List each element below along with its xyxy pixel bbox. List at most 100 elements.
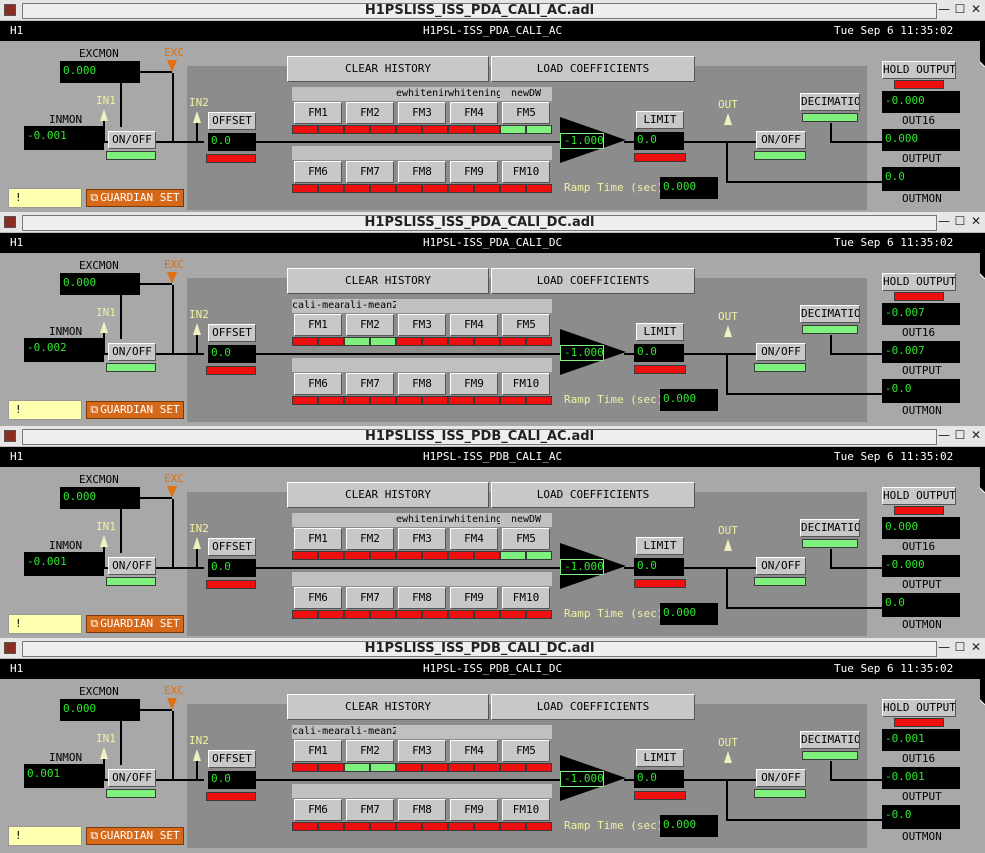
fm-button-8[interactable]: FM8 (398, 799, 446, 821)
fm-button-5[interactable]: FM5 (502, 102, 550, 124)
offset-value-field[interactable]: 0.0 (208, 133, 256, 151)
fm-button-2[interactable]: FM2 (346, 528, 394, 550)
offset-button[interactable]: OFFSET (208, 750, 256, 768)
fm-button-3[interactable]: FM3 (398, 740, 446, 762)
gain-value-field[interactable]: -1.000 (560, 133, 604, 149)
fm-button-9[interactable]: FM9 (450, 587, 498, 609)
fm-button-7[interactable]: FM7 (346, 373, 394, 395)
fm-button-4[interactable]: FM4 (450, 102, 498, 124)
guardian-set-button[interactable]: ⧉GUARDIAN SET (86, 615, 184, 633)
close-icon[interactable]: ✕ (970, 640, 982, 654)
close-icon[interactable]: ✕ (970, 2, 982, 16)
hold-output-button[interactable]: HOLD OUTPUT (882, 487, 956, 505)
limit-button[interactable]: LIMIT (636, 749, 684, 767)
output-onoff-button[interactable]: ON/OFF (756, 557, 806, 575)
minimize-icon[interactable]: — (938, 214, 950, 228)
fm-button-9[interactable]: FM9 (450, 373, 498, 395)
limit-value-field[interactable]: 0.0 (634, 558, 684, 576)
fm-button-1[interactable]: FM1 (294, 102, 342, 124)
load-coefficients-button[interactable]: LOAD COEFFICIENTS (491, 482, 695, 508)
limit-value-field[interactable]: 0.0 (634, 344, 684, 362)
fm-button-1[interactable]: FM1 (294, 314, 342, 336)
ramp-time-field[interactable]: 0.000 (660, 815, 718, 837)
fm-button-2[interactable]: FM2 (346, 102, 394, 124)
decimation-button[interactable]: DECIMATION (800, 519, 860, 537)
limit-button[interactable]: LIMIT (636, 537, 684, 555)
fm-button-9[interactable]: FM9 (450, 161, 498, 183)
limit-value-field[interactable]: 0.0 (634, 132, 684, 150)
window-menu-icon[interactable] (4, 430, 16, 442)
window-titlebar[interactable]: H1PSLISS_ISS_PDB_CALI_AC.adl—☐✕ (0, 426, 985, 447)
ramp-time-field[interactable]: 0.000 (660, 389, 718, 411)
limit-value-field[interactable]: 0.0 (634, 770, 684, 788)
decimation-button[interactable]: DECIMATION (800, 93, 860, 111)
offset-button[interactable]: OFFSET (208, 538, 256, 556)
maximize-icon[interactable]: ☐ (954, 640, 966, 654)
decimation-button[interactable]: DECIMATION (800, 305, 860, 323)
limit-button[interactable]: LIMIT (636, 323, 684, 341)
load-coefficients-button[interactable]: LOAD COEFFICIENTS (491, 56, 695, 82)
fm-button-5[interactable]: FM5 (502, 528, 550, 550)
fm-button-7[interactable]: FM7 (346, 799, 394, 821)
fm-button-7[interactable]: FM7 (346, 161, 394, 183)
ramp-time-field[interactable]: 0.000 (660, 603, 718, 625)
bang-message-button[interactable]: ! (8, 614, 82, 634)
gain-value-field[interactable]: -1.000 (560, 559, 604, 575)
bang-message-button[interactable]: ! (8, 826, 82, 846)
ramp-time-field[interactable]: 0.000 (660, 177, 718, 199)
window-menu-icon[interactable] (4, 4, 16, 16)
fm-button-2[interactable]: FM2 (346, 740, 394, 762)
minimize-icon[interactable]: — (938, 2, 950, 16)
fm-button-9[interactable]: FM9 (450, 799, 498, 821)
decimation-button[interactable]: DECIMATION (800, 731, 860, 749)
maximize-icon[interactable]: ☐ (954, 2, 966, 16)
gain-value-field[interactable]: -1.000 (560, 771, 604, 787)
window-titlebar[interactable]: H1PSLISS_ISS_PDB_CALI_DC.adl—☐✕ (0, 638, 985, 659)
fm-button-10[interactable]: FM10 (502, 161, 550, 183)
load-coefficients-button[interactable]: LOAD COEFFICIENTS (491, 268, 695, 294)
minimize-icon[interactable]: — (938, 640, 950, 654)
fm-button-10[interactable]: FM10 (502, 799, 550, 821)
fm-button-6[interactable]: FM6 (294, 373, 342, 395)
fm-button-5[interactable]: FM5 (502, 314, 550, 336)
fm-button-10[interactable]: FM10 (502, 373, 550, 395)
output-onoff-button[interactable]: ON/OFF (756, 769, 806, 787)
maximize-icon[interactable]: ☐ (954, 214, 966, 228)
bang-message-button[interactable]: ! (8, 400, 82, 420)
load-coefficients-button[interactable]: LOAD COEFFICIENTS (491, 694, 695, 720)
offset-button[interactable]: OFFSET (208, 324, 256, 342)
gain-value-field[interactable]: -1.000 (560, 345, 604, 361)
window-menu-icon[interactable] (4, 642, 16, 654)
hold-output-button[interactable]: HOLD OUTPUT (882, 699, 956, 717)
output-onoff-button[interactable]: ON/OFF (756, 131, 806, 149)
hold-output-button[interactable]: HOLD OUTPUT (882, 273, 956, 291)
hold-output-button[interactable]: HOLD OUTPUT (882, 61, 956, 79)
fm-button-7[interactable]: FM7 (346, 587, 394, 609)
fm-button-2[interactable]: FM2 (346, 314, 394, 336)
fm-button-6[interactable]: FM6 (294, 161, 342, 183)
clear-history-button[interactable]: CLEAR HISTORY (287, 482, 489, 508)
clear-history-button[interactable]: CLEAR HISTORY (287, 694, 489, 720)
input-onoff-button[interactable]: ON/OFF (108, 343, 156, 361)
fm-button-8[interactable]: FM8 (398, 373, 446, 395)
offset-value-field[interactable]: 0.0 (208, 345, 256, 363)
offset-button[interactable]: OFFSET (208, 112, 256, 130)
close-icon[interactable]: ✕ (970, 214, 982, 228)
fm-button-10[interactable]: FM10 (502, 587, 550, 609)
fm-button-3[interactable]: FM3 (398, 528, 446, 550)
clear-history-button[interactable]: CLEAR HISTORY (287, 268, 489, 294)
clear-history-button[interactable]: CLEAR HISTORY (287, 56, 489, 82)
window-titlebar[interactable]: H1PSLISS_ISS_PDA_CALI_DC.adl—☐✕ (0, 212, 985, 233)
input-onoff-button[interactable]: ON/OFF (108, 557, 156, 575)
offset-value-field[interactable]: 0.0 (208, 559, 256, 577)
window-titlebar[interactable]: H1PSLISS_ISS_PDA_CALI_AC.adl—☐✕ (0, 0, 985, 21)
minimize-icon[interactable]: — (938, 428, 950, 442)
fm-button-4[interactable]: FM4 (450, 314, 498, 336)
close-icon[interactable]: ✕ (970, 428, 982, 442)
fm-button-6[interactable]: FM6 (294, 799, 342, 821)
fm-button-8[interactable]: FM8 (398, 587, 446, 609)
fm-button-1[interactable]: FM1 (294, 528, 342, 550)
window-menu-icon[interactable] (4, 216, 16, 228)
input-onoff-button[interactable]: ON/OFF (108, 131, 156, 149)
fm-button-3[interactable]: FM3 (398, 102, 446, 124)
